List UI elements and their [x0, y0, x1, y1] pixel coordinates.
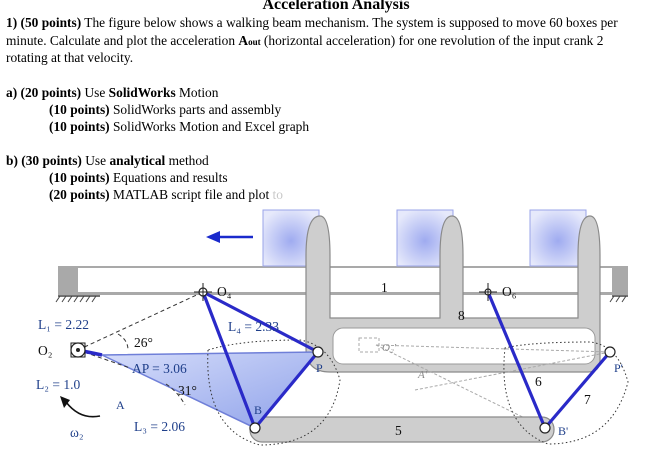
label-link-5: 5	[395, 423, 402, 438]
part-a-heading: a) (20 points) Use SolidWorks Motion	[6, 84, 218, 101]
part-b-item-1-text: Equations and results	[109, 170, 228, 185]
question-1-points: (50 points)	[20, 15, 82, 30]
part-b-heading: b) (30 points) Use analytical method	[6, 152, 209, 169]
part-b-item-1: (10 points) Equations and results	[49, 169, 228, 186]
question-1-text-a: The figure below shows a walking beam me…	[81, 15, 618, 30]
ghost-mechanism	[358, 337, 611, 429]
part-a-points: a) (20 points)	[6, 85, 82, 100]
part-b-method: analytical	[109, 153, 166, 168]
label-P-prime: P'	[614, 361, 623, 375]
page-title: Acceleration Analysis	[262, 0, 410, 13]
question-1-line-2: minute. Calculate and plot the accelerat…	[6, 32, 603, 51]
question-1-text-b-pre: minute. Calculate and plot the accelerat…	[6, 33, 239, 48]
aout-subscript: out	[248, 37, 261, 47]
part-b-item-1-points: (10 points)	[49, 170, 110, 185]
label-31deg: 31°	[178, 383, 197, 398]
part-b-item-2: (20 points) MATLAB script file and plot …	[49, 186, 283, 203]
question-1-number: 1)	[6, 15, 18, 30]
part-b-rest: method	[165, 153, 209, 168]
part-a-item-1-points: (10 points)	[49, 102, 110, 117]
part-a-item-1: (10 points) SolidWorks parts and assembl…	[49, 101, 281, 118]
label-L2: L₂ = 1.0	[36, 377, 80, 392]
label-omega2: ω₂	[70, 425, 84, 440]
part-a-rest: Motion	[175, 85, 219, 100]
aout-symbol: A	[238, 33, 249, 48]
label-B-prime: B'	[558, 424, 568, 438]
part-a-item-2-text: SolidWorks Motion and Excel graph	[109, 119, 310, 134]
label-AP: AP = 3.06	[132, 361, 187, 376]
swept-outlines	[207, 339, 629, 446]
omega-rotation-arrow	[60, 396, 101, 418]
part-b-use: Use	[81, 153, 110, 168]
label-O2: O₂	[38, 343, 52, 358]
part-b-points: b) (30 points)	[6, 153, 82, 168]
label-L3: L₃ = 2.06	[134, 419, 185, 434]
label-A: A	[116, 398, 125, 412]
walking-beam-inner	[332, 327, 596, 365]
crank-2	[70, 342, 103, 358]
label-link-6: 6	[535, 374, 542, 389]
part-b-item-2-points: (20 points)	[49, 187, 110, 202]
label-P: P	[316, 361, 323, 375]
label-B: B	[254, 403, 262, 417]
part-a-use: Use	[81, 85, 109, 100]
box-3	[529, 209, 587, 267]
question-1-line-1: 1) (50 points) The figure below shows a …	[6, 14, 618, 31]
direction-arrow	[206, 231, 253, 243]
part-b-item-2-faded: to	[269, 187, 283, 202]
label-O4: O₄	[217, 284, 232, 299]
label-link-7: 7	[584, 392, 591, 407]
part-a-item-2-points: (10 points)	[49, 119, 110, 134]
label-O6: O₆	[502, 284, 517, 299]
label-26deg: 26°	[134, 335, 153, 350]
question-1-text-b-post: (horizontal acceleration) for one revolu…	[260, 33, 604, 48]
links-blue	[201, 290, 612, 430]
part-a-tool: SolidWorks	[108, 85, 176, 100]
part-b-item-2-text: MATLAB script file and plot	[109, 187, 270, 202]
label-link-8: 8	[458, 308, 465, 323]
part-a-item-1-text: SolidWorks parts and assembly	[109, 102, 282, 117]
label-L4: L₄ = 2.33	[228, 319, 279, 334]
question-1-text-c: rotating at that velocity.	[6, 50, 134, 65]
label-link-1: 1	[381, 280, 388, 295]
coupler-link-5	[249, 416, 555, 443]
label-A-prime: A'	[417, 369, 428, 381]
conveyor-rail	[55, 266, 628, 303]
o4-crosshair	[194, 283, 497, 301]
label-O2-prime: O₂'	[382, 342, 397, 354]
label-L1: L₁ = 2.22	[38, 317, 89, 332]
part-a-item-2: (10 points) SolidWorks Motion and Excel …	[49, 118, 309, 135]
